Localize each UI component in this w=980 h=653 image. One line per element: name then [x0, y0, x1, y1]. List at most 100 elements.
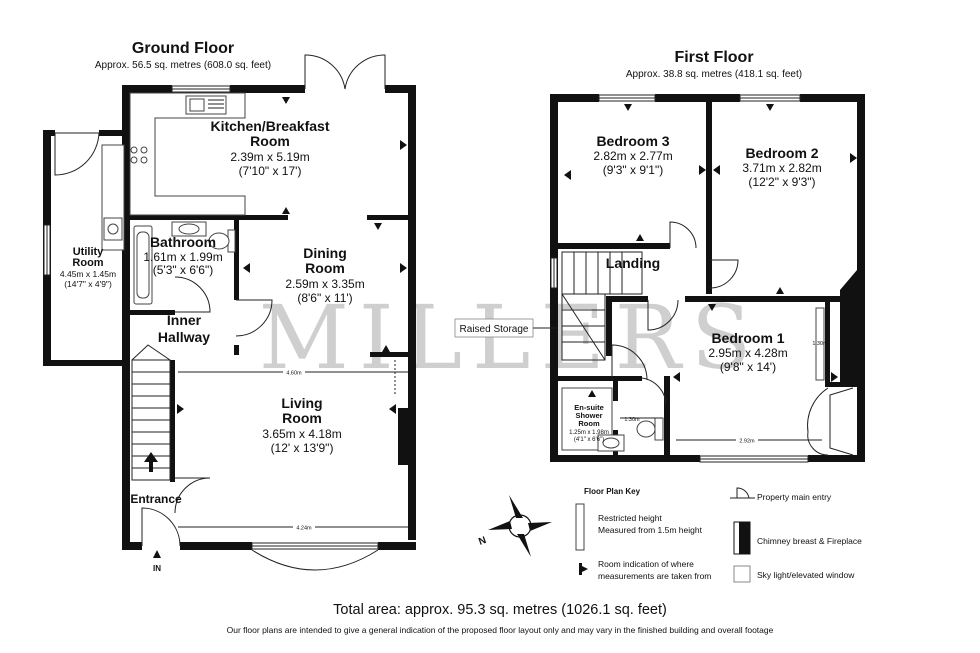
bedroom3-metric: 2.82m x 2.77m: [593, 149, 672, 163]
measurement-marker: [708, 304, 716, 311]
ensuite-name-line1: En-suite: [574, 403, 604, 412]
first-floor-wall: [558, 243, 670, 249]
bedroom2-metric: 3.71m x 2.82m: [742, 161, 821, 175]
first-floor-wall: [857, 94, 865, 462]
window: [251, 542, 379, 550]
ground-floor-wall: [99, 130, 130, 136]
ground-floor-wall: [43, 360, 130, 366]
first-floor-wall: [808, 455, 865, 462]
utility-metric: 4.45m x 1.45m: [60, 269, 116, 279]
first-floor-wall: [800, 94, 865, 102]
svg-text:2.92m: 2.92m: [739, 439, 755, 445]
living-imperial: (12' x 13'9"): [271, 441, 334, 455]
first-floor-wall: [608, 296, 648, 302]
measurement-marker: [831, 372, 838, 382]
window: [43, 224, 51, 276]
first-floor-wall: [664, 376, 670, 455]
toilet-icon: [636, 417, 664, 441]
ground-floor-wall: [408, 85, 416, 540]
first-floor: First Floor Approx. 38.8 sq. metres (418…: [454, 49, 865, 463]
measurement-marker: [282, 97, 290, 104]
compass-icon: [488, 495, 552, 557]
measurement-marker: [588, 390, 596, 397]
first-floor-wall: [613, 381, 618, 401]
restricted-height-marker: [815, 307, 825, 381]
kitchen-imperial: (7'10" x 17'): [239, 164, 302, 178]
key-indication-line2: measurements are taken from: [598, 571, 711, 581]
ground-floor-wall: [122, 85, 172, 93]
window: [171, 85, 231, 93]
dining-name-line1: Dining: [303, 245, 347, 261]
entry-label: IN: [153, 564, 161, 573]
key-chimney-icon: [733, 521, 751, 555]
key-restricted-line2: Measured from 1.5m height: [598, 525, 703, 535]
key-indication-icon: [579, 563, 588, 575]
measurement-line: 4.24m: [178, 523, 408, 532]
measurement-marker: [382, 345, 390, 352]
ground-floor-wall: [122, 542, 142, 550]
disclaimer: Our floor plans are intended to give a g…: [227, 625, 774, 635]
key-title: Floor Plan Key: [584, 487, 641, 496]
first-floor-wall: [706, 98, 712, 294]
floor-plan-key: Floor Plan Key Restricted height Measure…: [575, 487, 862, 583]
bedroom3-name: Bedroom 3: [596, 133, 669, 149]
first-floor-wall: [825, 382, 857, 387]
utility-door: [54, 132, 100, 176]
measurement-line: 1.30m: [620, 417, 662, 423]
hob-icon: [130, 146, 148, 164]
key-skylight-label: Sky light/elevated window: [757, 570, 855, 580]
bath-icon: [133, 225, 153, 305]
ground-floor-wall: [43, 130, 55, 136]
ground-floor-wall: [234, 345, 239, 355]
bedroom3-imperial: (9'3" x 9'1"): [603, 163, 663, 177]
kitchen-metric: 2.39m x 5.19m: [230, 150, 309, 164]
key-indication-line1: Room indication of where: [598, 559, 694, 569]
door: [611, 344, 648, 381]
dining-imperial: (8'6" x 11'): [297, 291, 352, 305]
key-restricted-line1: Restricted height: [598, 513, 662, 523]
door: [641, 377, 667, 405]
toilet-icon: [208, 229, 236, 253]
measurement-line: 2.92m: [676, 436, 822, 445]
measurement-marker: [624, 104, 632, 111]
bay-window: [251, 549, 379, 571]
svg-text:4.24m: 4.24m: [296, 526, 312, 532]
measurement-marker: [673, 372, 680, 382]
measurement-marker: [389, 404, 396, 414]
bedroom2-imperial: (12'2" x 9'3"): [748, 175, 815, 189]
measurement-marker: [850, 153, 857, 163]
bedroom2-name: Bedroom 2: [745, 145, 818, 161]
window: [699, 455, 809, 463]
measurement-marker: [282, 207, 290, 214]
inner-hallway-name-line1: Inner: [167, 312, 202, 328]
ground-floor-wall: [378, 542, 416, 550]
dining-name-line2: Room: [305, 260, 345, 276]
key-skylight-icon: [733, 565, 751, 583]
ground-floor-wall: [130, 215, 288, 220]
stair-direction-arrow: [144, 452, 158, 472]
ground-floor-wall: [170, 360, 175, 482]
window: [550, 257, 558, 289]
measurement-marker: [699, 165, 706, 175]
total-area: Total area: approx. 95.3 sq. metres (102…: [333, 602, 667, 618]
measurement-marker: [400, 140, 407, 150]
bathroom-name: Bathroom: [150, 234, 216, 250]
measurement-marker: [400, 263, 407, 273]
chimney-breast: [840, 295, 857, 385]
measurement-line: 4.60m: [178, 368, 408, 377]
ground-floor-title: Ground Floor: [132, 40, 234, 57]
window: [598, 94, 656, 102]
kitchen-name-line1: Kitchen/Breakfast: [210, 118, 329, 134]
ground-floor-wall: [385, 85, 415, 93]
measurement-marker: [243, 263, 250, 273]
dining-metric: 2.59m x 3.35m: [285, 277, 364, 291]
ground-floor-wall: [370, 352, 412, 357]
svg-text:4.60m: 4.60m: [286, 371, 302, 377]
compass-north-label: N: [477, 535, 488, 548]
kitchen-worktop: [129, 92, 246, 216]
ground-floor-wall: [122, 85, 130, 550]
door: [669, 221, 697, 249]
ground-floor-wall: [234, 220, 239, 300]
utility-sink-icon: [103, 217, 123, 241]
ground-floor-wall: [130, 310, 175, 315]
